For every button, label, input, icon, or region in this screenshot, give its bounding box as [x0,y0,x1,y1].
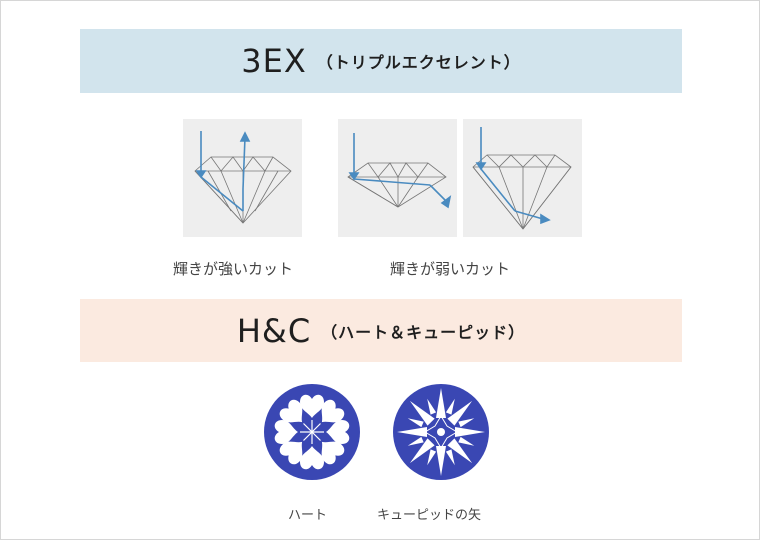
diamond-ideal-cut-icon [183,119,302,237]
banner-hc-subtitle: （ハート＆キューピッド） [321,322,526,342]
banner-3ex: 3EX （トリプルエクセレント） [80,29,682,93]
caption-strong-cut: 輝きが強いカット [173,260,294,278]
hearts-pattern-icon [262,382,362,486]
diamond-deep-cut-icon [463,119,582,237]
banner-hc-title: H&C [236,311,312,350]
banner-hc: H&C （ハート＆キューピッド） [80,299,682,362]
caption-weak-cut: 輝きが弱いカット [390,260,511,278]
banner-3ex-title: 3EX [241,42,307,80]
arrows-pattern-icon [391,382,491,486]
diamond-shallow-cut-icon [338,119,457,237]
caption-cupid-arrow: キューピッドの矢 [377,508,482,523]
banner-3ex-subtitle: （トリプルエクセレント） [316,53,521,72]
caption-heart: ハート [288,508,328,523]
